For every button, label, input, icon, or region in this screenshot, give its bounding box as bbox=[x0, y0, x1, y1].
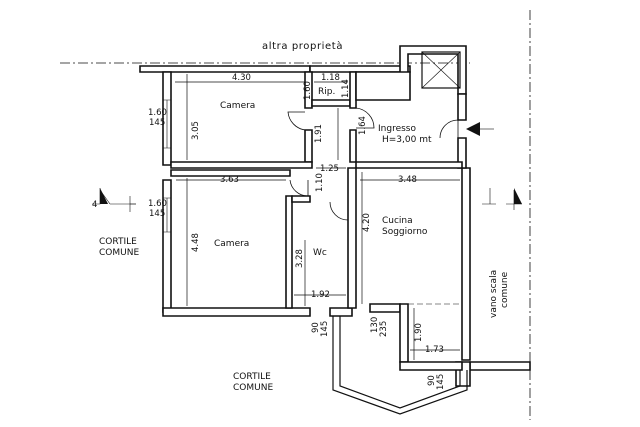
dim-hall-width-b: 1.25 bbox=[320, 164, 339, 174]
area-label-cortile-left-1: CORTILE bbox=[99, 237, 137, 247]
dim-window-left-bottom-b: 145 bbox=[149, 209, 165, 219]
area-label-cortile-bottom-1: CORTILE bbox=[233, 372, 271, 382]
dim-window-left-top-a: 1.60 bbox=[148, 108, 167, 118]
elevator-shaft bbox=[421, 51, 461, 89]
area-label-vano-scala-1: vano scala bbox=[489, 270, 499, 318]
dim-window-balcony-b: 145 bbox=[436, 374, 446, 390]
interior-walls bbox=[170, 71, 463, 371]
dim-door-hall: 1.10 bbox=[315, 173, 325, 192]
dim-window-left-top-b: 145 bbox=[149, 118, 165, 128]
room-label-wc: Wc bbox=[313, 248, 327, 258]
dim-window-left-bottom-a: 1.60 bbox=[148, 199, 167, 209]
dim-rip-width: 1.18 bbox=[321, 73, 340, 83]
area-label-cortile-bottom-2: COMUNE bbox=[233, 383, 273, 393]
room-label-camera-bottom: Camera bbox=[214, 239, 249, 249]
room-label-ingresso: Ingresso bbox=[378, 124, 416, 134]
exterior-walls bbox=[139, 45, 531, 387]
dim-window-balcony-a: 90 bbox=[427, 375, 437, 386]
dim-camera-top-depth: 3.05 bbox=[191, 121, 201, 140]
dim-rip-depth-a: 1.60 bbox=[303, 81, 313, 100]
entrance-arrow-icon bbox=[466, 122, 494, 136]
dim-balcony-depth: 1.90 bbox=[414, 323, 424, 342]
area-label-cortile-left-2: COMUNE bbox=[99, 248, 139, 258]
bay-projection bbox=[332, 316, 468, 415]
dim-window-cucina-b: 235 bbox=[379, 321, 389, 337]
dim-cucina-width: 3.48 bbox=[398, 175, 417, 185]
dim-wc-depth: 3.28 bbox=[295, 249, 305, 268]
dim-rip-depth-b: 1.14 bbox=[341, 79, 351, 98]
dim-window-cucina-a: 130 bbox=[370, 317, 380, 333]
room-label-camera-top: Camera bbox=[220, 101, 255, 111]
dim-wc-width: 1.92 bbox=[311, 290, 330, 300]
area-label-vano-scala-2: comune bbox=[500, 271, 510, 308]
section-markers bbox=[92, 188, 522, 212]
room-label-soggiorno: Soggiorno bbox=[382, 227, 428, 237]
neighbor-label: altra proprietà bbox=[262, 40, 343, 52]
dim-window-wc-b: 145 bbox=[320, 321, 330, 337]
dim-camera-top-width: 4.30 bbox=[232, 73, 251, 83]
room-ingresso-height: H=3,00 mt bbox=[382, 135, 432, 145]
room-label-cucina: Cucina bbox=[382, 216, 413, 226]
dim-section-mark: 4 bbox=[92, 200, 97, 210]
dim-hall-depth: 1.64 bbox=[358, 116, 368, 135]
dim-cucina-depth: 4.20 bbox=[362, 213, 372, 232]
dim-balcony-width: 1.73 bbox=[425, 345, 444, 355]
dim-window-wc-a: 90 bbox=[311, 322, 321, 333]
boundary-lines bbox=[60, 10, 531, 420]
room-label-rip: Rip. bbox=[318, 87, 335, 97]
dim-hall-width-a: 1.91 bbox=[314, 124, 324, 143]
dimension-lines bbox=[175, 74, 460, 360]
dim-camera-bottom-depth: 4.48 bbox=[191, 233, 201, 252]
door-swings bbox=[287, 107, 459, 221]
dim-camera-bottom-width: 3.63 bbox=[220, 175, 239, 185]
